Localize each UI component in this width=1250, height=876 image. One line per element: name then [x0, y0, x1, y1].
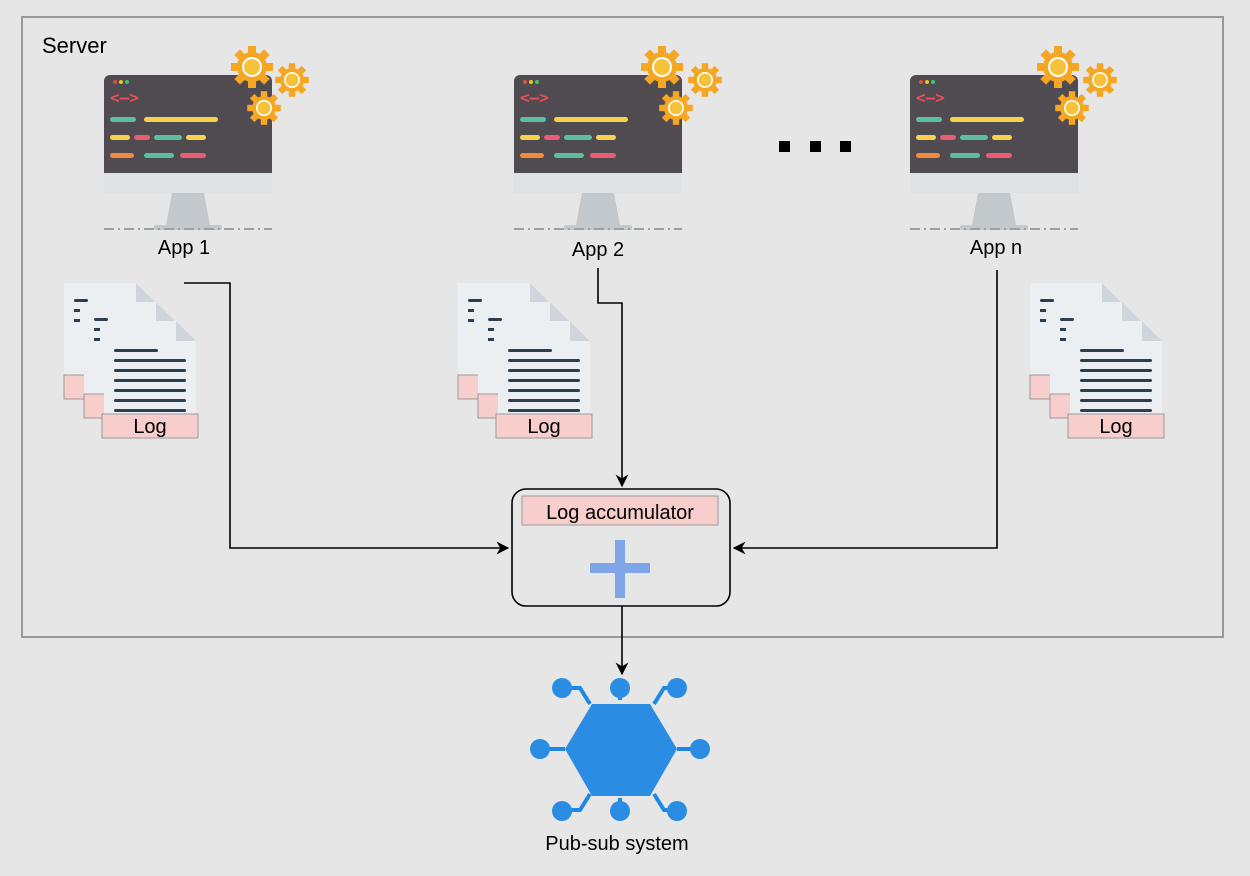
log-label: Log	[133, 416, 166, 438]
app-1-node[interactable]: App 1	[103, 46, 309, 259]
connector-appn-to-accumulator	[732, 270, 998, 555]
log-label: Log	[1099, 416, 1132, 438]
ellipsis-dots	[779, 141, 851, 152]
pubsub-label: Pub-sub system	[545, 833, 688, 855]
log-tag	[101, 413, 199, 439]
log-files-icon	[63, 283, 196, 431]
app-2-label: App 2	[572, 239, 624, 261]
app-n-label: App n	[970, 237, 1022, 259]
log-files-icon	[1029, 283, 1162, 431]
log-tag	[1067, 413, 1165, 439]
log-tag	[495, 413, 593, 439]
log-accumulator-badge	[521, 495, 719, 526]
app-1-label: App 1	[158, 237, 210, 259]
app-2-node[interactable]: App 2	[513, 46, 722, 261]
pubsub-hub-nodes	[530, 678, 710, 821]
pubsub-node[interactable]: Pub-sub system	[530, 678, 710, 855]
log-accumulator-label: Log accumulator	[546, 502, 694, 524]
app-n-node[interactable]: App n	[909, 46, 1117, 259]
connectors	[184, 268, 998, 676]
connector-app1-to-accumulator	[184, 282, 510, 555]
log-label: Log	[527, 416, 560, 438]
plus-icon	[590, 540, 650, 598]
connector-app2-to-accumulator	[597, 268, 629, 488]
server-label: Server	[42, 33, 107, 58]
log-accumulator[interactable]: Log accumulator	[511, 488, 731, 607]
